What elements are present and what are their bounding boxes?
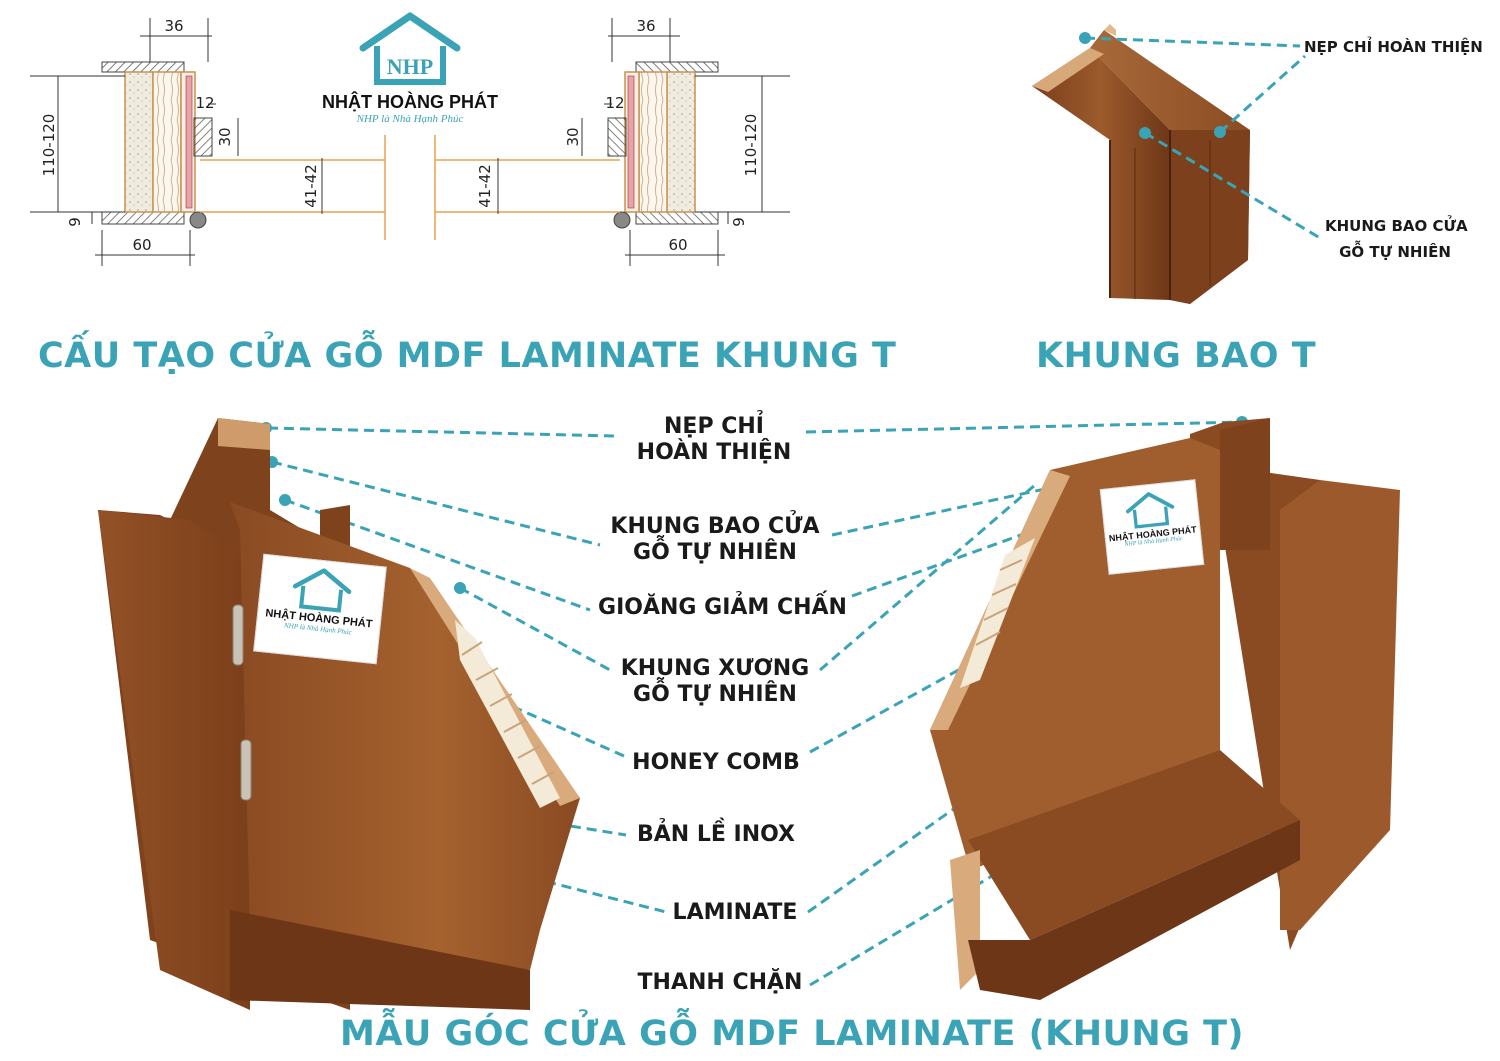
label-frame-top-2: GỖ TỰ NHIÊN — [1339, 243, 1451, 261]
label-trim-line2: HOÀN THIỆN — [636, 440, 792, 465]
label-trim-top: NẸP CHỈ HOÀN THIỆN — [1304, 38, 1483, 56]
door-sample-left — [98, 418, 580, 1010]
house-logo-icon: NHP — [359, 12, 461, 85]
door-right-logo: NHẬT HOÀNG PHÁT NHP là Nhà Hạnh Phúc — [1099, 479, 1205, 575]
house-logo-icon — [1126, 492, 1175, 529]
label-core-line2: GỖ TỰ NHIÊN — [633, 682, 797, 707]
dim-bottom-right: 60 — [668, 236, 687, 254]
dim-door-left: 41-42 — [302, 164, 320, 208]
brand-logo-top: NHP NHẬT HOÀNG PHÁT NHP là Nhà Hạnh Phúc — [312, 10, 508, 130]
label-frame-line1: KHUNG BAO CỬA — [610, 514, 820, 539]
right-section-dims: 36 110-120 12 30 41-42 9 60 — [476, 17, 760, 254]
dim-gap-left: 9 — [66, 217, 84, 227]
heading-sample: MẪU GÓC CỬA GỖ MDF LAMINATE (KHUNG T) — [340, 1014, 1244, 1054]
right-section — [434, 18, 790, 266]
left-section: 36 110-120 12 30 41-42 9 60 — [30, 17, 386, 266]
label-gasket: GIOĂNG GIẢM CHẤN — [598, 595, 847, 620]
heading-frame: KHUNG BAO T — [1036, 336, 1317, 376]
house-logo-icon — [292, 568, 352, 613]
label-frame-line2: GỖ TỰ NHIÊN — [633, 540, 797, 565]
dim-height-right: 110-120 — [742, 114, 760, 177]
dim-insert-h-right: 30 — [564, 127, 582, 146]
label-honeycomb: HONEY COMB — [632, 750, 800, 775]
label-hinge: BẢN LỀ INOX — [636, 822, 796, 847]
dim-top-width-left: 36 — [164, 17, 183, 35]
dim-gap-right: 9 — [730, 217, 748, 227]
label-stopper: THANH CHẶN — [637, 970, 803, 995]
label-frame-top-1: KHUNG BAO CỬA — [1325, 217, 1468, 235]
logo-initials: NHP — [387, 54, 433, 79]
dim-insert-left: 12 — [195, 94, 214, 112]
brand-slogan: NHP là Nhà Hạnh Phúc — [356, 113, 464, 125]
label-trim-line1: NẸP CHỈ — [664, 414, 764, 439]
dim-door-right: 41-42 — [476, 164, 494, 208]
label-core-line1: KHUNG XƯƠNG — [620, 656, 810, 681]
dim-height-left: 110-120 — [40, 114, 58, 177]
cross-section-drawing: 36 110-120 12 30 41-42 9 60 — [30, 17, 790, 266]
brand-name: NHẬT HOÀNG PHÁT — [322, 92, 498, 112]
door-left-logo: NHẬT HOÀNG PHÁT NHP là Nhà Hạnh Phúc — [253, 553, 387, 665]
dim-insert-right: 12 — [605, 94, 624, 112]
label-laminate: LAMINATE — [672, 900, 798, 925]
heading-structure: CẤU TẠO CỬA GỖ MDF LAMINATE KHUNG T — [38, 336, 897, 376]
dim-top-width-right: 36 — [636, 17, 655, 35]
frame-render — [1032, 24, 1250, 304]
dim-insert-h-left: 30 — [216, 127, 234, 146]
dim-bottom-left: 60 — [132, 236, 151, 254]
